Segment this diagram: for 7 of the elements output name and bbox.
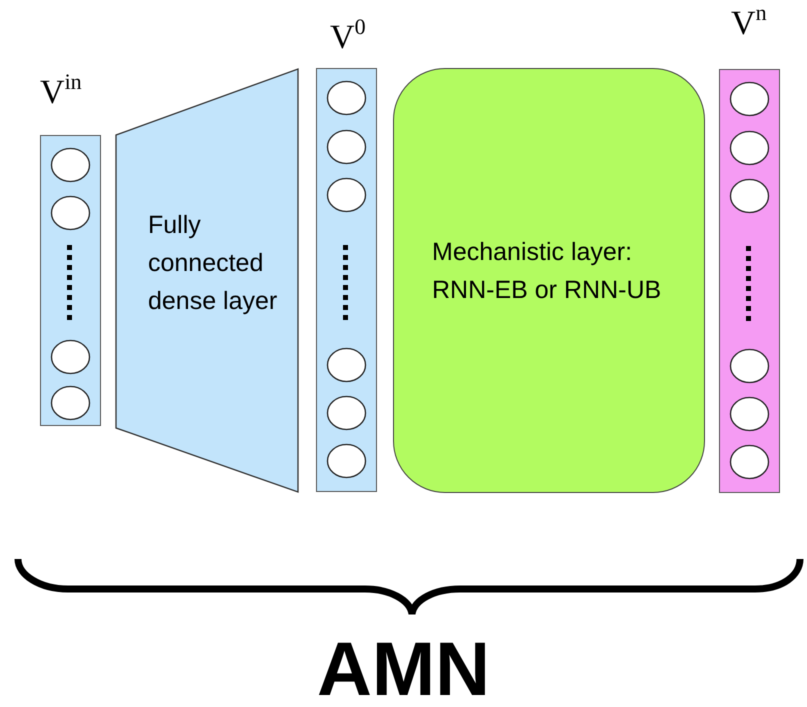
- mechanistic-layer-box: [393, 68, 705, 493]
- layer-label: V$^{in}$: [40, 75, 82, 111]
- layer-label: V$^{0}$: [330, 20, 366, 56]
- layer-text: Fully connected dense layer: [148, 210, 278, 317]
- layer-label: V$^{n}$: [731, 6, 767, 42]
- layer-text: Mechanistic layer: RNN-EB or RNN-UB: [432, 237, 662, 306]
- model-name: AMN: [316, 630, 492, 707]
